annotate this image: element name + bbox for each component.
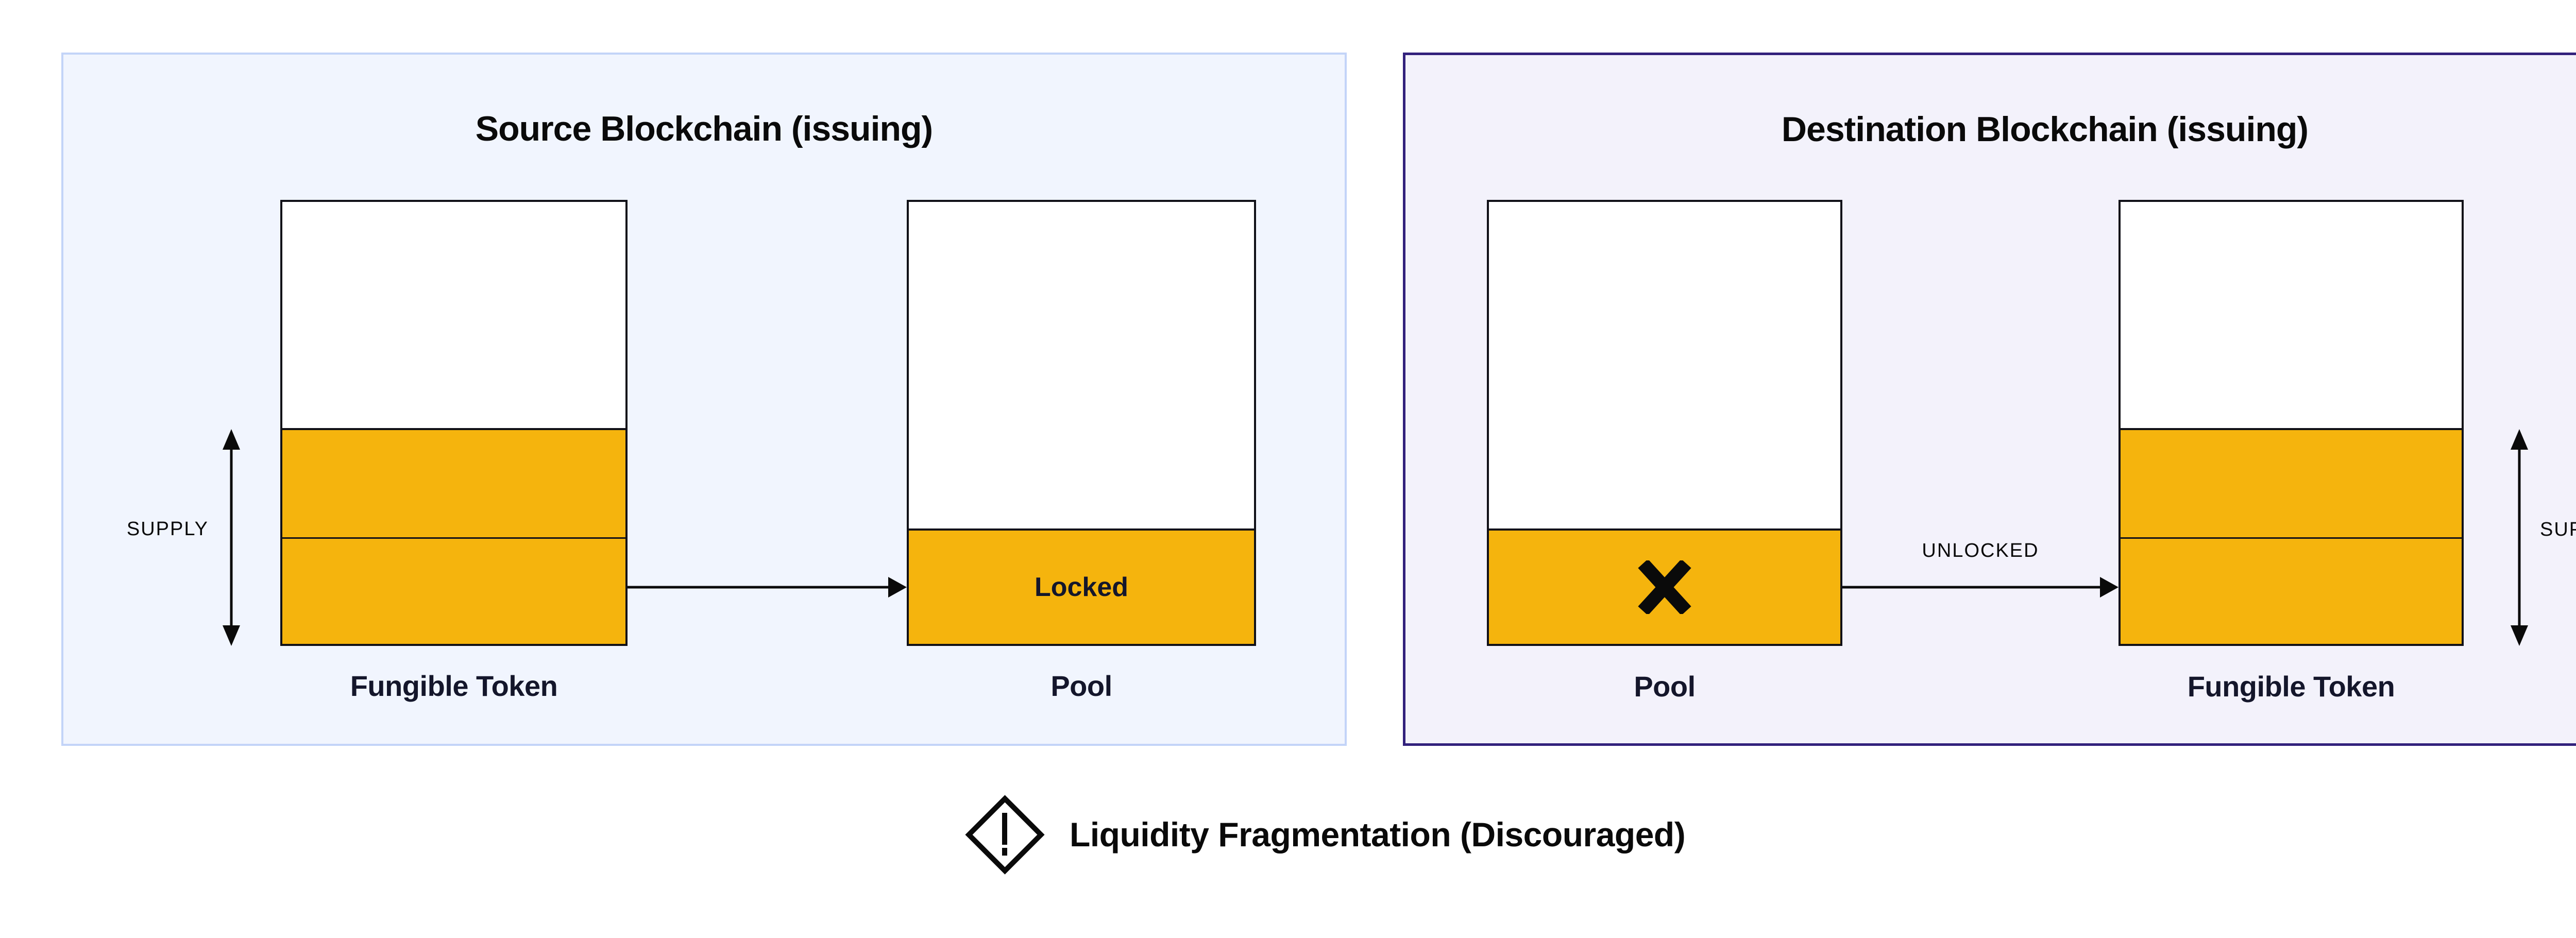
source-fungible-token-label: Fungible Token [350, 670, 558, 702]
destination-fungible-token-label: Fungible Token [2187, 670, 2395, 703]
source-pool-box: Locked [907, 200, 1256, 646]
source-pool-locked-fill: Locked [909, 528, 1254, 644]
unlocked-label: UNLOCKED [1922, 540, 2039, 561]
destination-pool-box [1487, 200, 1842, 646]
supply-half-divider [2121, 537, 2462, 539]
destination-panel-title: Destination Blockchain (issuing) [1781, 110, 2309, 149]
source-fungible-token-box [280, 200, 628, 646]
supply-half-divider [282, 537, 625, 539]
exclamation-icon [999, 813, 1010, 857]
destination-pool-fill [1489, 528, 1840, 644]
destination-token-supply-fill [2121, 428, 2462, 644]
supply-range-arrow [2511, 429, 2528, 646]
unlock-transfer-arrow [1842, 577, 2119, 598]
cross-icon [1638, 560, 1691, 614]
destination-supply-label: SUPPLY [2540, 519, 2576, 540]
supply-range-arrow [223, 429, 240, 646]
source-pool-label: Pool [1050, 670, 1112, 702]
caption-text: Liquidity Fragmentation (Discouraged) [1070, 815, 1686, 854]
destination-blockchain-panel: Destination Blockchain (issuing) UNLOCKE… [1403, 53, 2576, 746]
source-token-supply-fill [282, 428, 625, 644]
lock-transfer-arrow [628, 577, 907, 598]
source-blockchain-panel: Source Blockchain (issuing) SUPPLY [61, 53, 1347, 746]
source-panel-title: Source Blockchain (issuing) [475, 109, 933, 148]
destination-fungible-token-box [2119, 200, 2464, 646]
source-supply-label: SUPPLY [126, 518, 209, 540]
destination-pool-label: Pool [1634, 670, 1696, 703]
locked-label: Locked [1034, 572, 1129, 602]
